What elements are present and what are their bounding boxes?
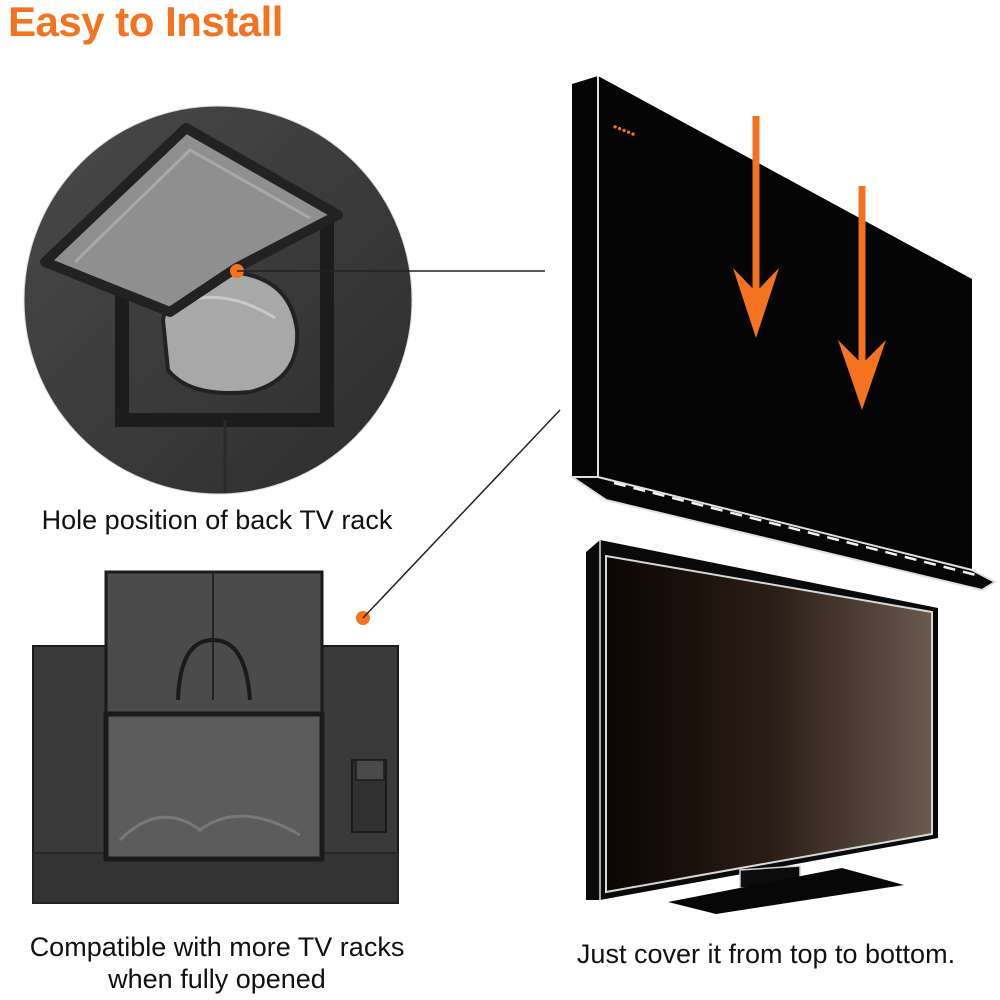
- caption-compatible: Compatible with more TV racks when fully…: [0, 931, 434, 995]
- hole-detail-zoom: [23, 105, 545, 495]
- caption-compatible-line2: when fully opened: [108, 964, 326, 994]
- down-arrow-icon: [838, 186, 886, 410]
- caption-hole-position: Hole position of back TV rack: [41, 505, 393, 535]
- caption-compatible-line1: Compatible with more TV racks: [29, 932, 405, 962]
- callout-line-diagonal: [362, 409, 561, 619]
- page-title: Easy to Install: [8, 0, 283, 45]
- caption-cover: Just cover it from top to bottom.: [576, 939, 956, 969]
- covered-tv: ●●●●●: [568, 76, 998, 592]
- bare-tv: [586, 540, 938, 914]
- down-arrow-icon: [733, 116, 779, 338]
- folded-flap: [40, 123, 343, 317]
- tv-stand: [668, 868, 904, 914]
- cover-flat-view: [32, 409, 561, 904]
